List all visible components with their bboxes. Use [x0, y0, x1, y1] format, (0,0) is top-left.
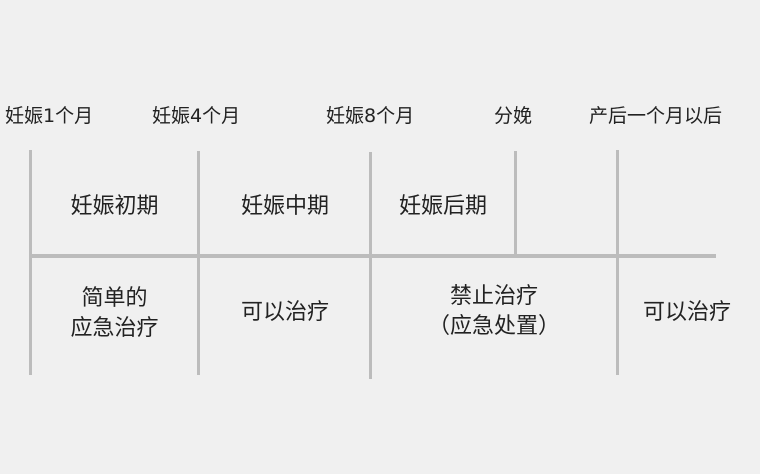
marker-month-8: 妊娠8个月	[326, 105, 415, 127]
divider-month-8	[369, 152, 372, 379]
stage-middle: 妊娠中期	[240, 194, 329, 219]
treatment-middle: 可以治疗	[240, 300, 329, 325]
treatment-early-line1: 简单的	[81, 286, 148, 311]
marker-postpartum: 产后一个月以后	[589, 105, 723, 127]
divider-postpartum	[616, 150, 619, 375]
stage-late: 妊娠后期	[398, 194, 487, 219]
treatment-late-line1: 禁止治疗	[449, 284, 538, 309]
marker-month-1: 妊娠1个月	[5, 105, 94, 127]
treatment-late: 禁止治疗 （应急处置）	[372, 282, 616, 342]
row-divider	[30, 254, 716, 258]
divider-month-1	[29, 150, 32, 375]
stage-early: 妊娠初期	[70, 194, 159, 219]
treatment-postpartum: 可以治疗	[642, 300, 731, 325]
treatment-early-line2: 应急治疗	[70, 316, 159, 341]
marker-month-4: 妊娠4个月	[152, 105, 241, 127]
divider-month-4	[197, 151, 200, 375]
marker-delivery: 分娩	[494, 105, 533, 127]
divider-delivery	[514, 151, 517, 255]
treatment-late-line2: （应急处置）	[427, 314, 560, 339]
treatment-early: 简单的 应急治疗	[31, 284, 198, 344]
